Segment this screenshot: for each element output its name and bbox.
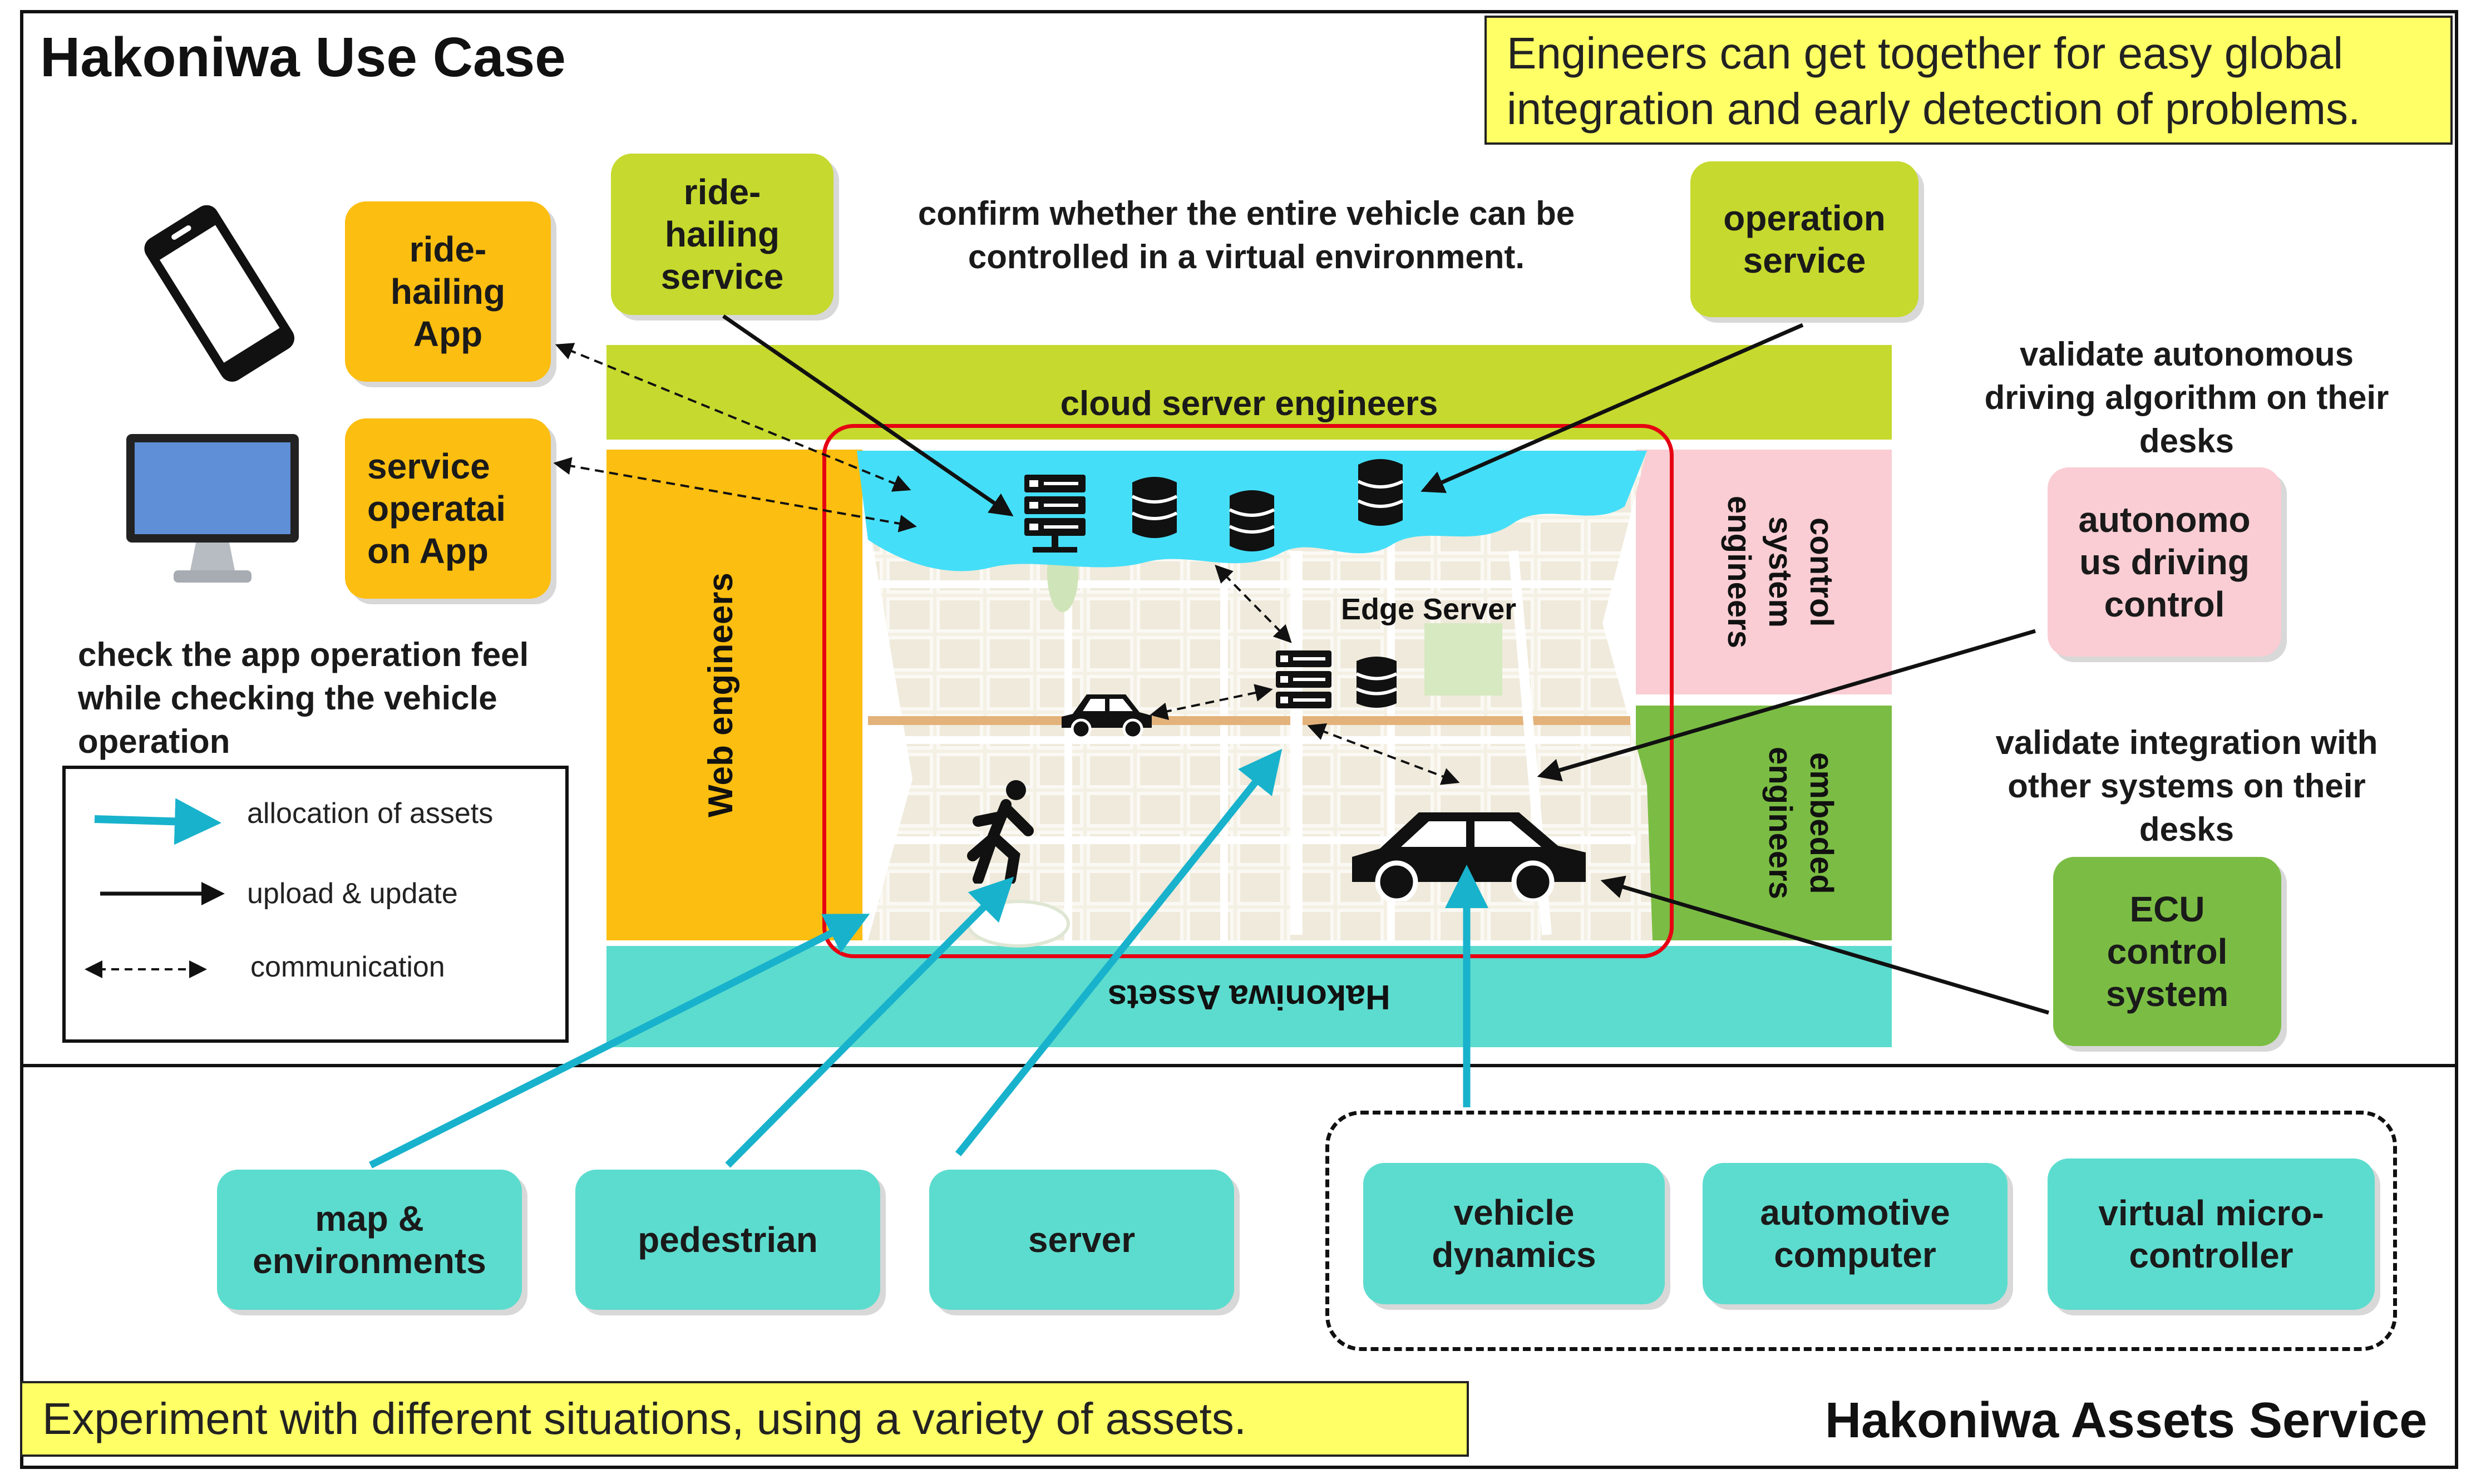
legend-box (62, 766, 569, 1043)
edge-database-icon (1354, 654, 1399, 710)
check-app-note: check the app operation feel while check… (78, 636, 529, 760)
asset-vehicle-dynamics[interactable]: vehicle dynamics (1363, 1163, 1665, 1304)
asset-pedestrian[interactable]: pedestrian (575, 1170, 880, 1310)
autonomous-driving-card[interactable]: autonomo us driving control (2048, 467, 2281, 657)
asset-automotive-computer[interactable]: automotive computer (1703, 1163, 2008, 1304)
large-car-icon (1341, 790, 1591, 901)
legend-upload-label: upload & update (247, 877, 458, 910)
legend-allocation-label: allocation of assets (247, 797, 494, 830)
operation-service-card[interactable]: operation service (1690, 161, 1918, 317)
assets-service-title: Hakoniwa Assets Service (1825, 1393, 2428, 1448)
validate-integration-note: validate integration with other systems … (1995, 724, 2378, 848)
ecu-control-card[interactable]: ECU control system (2053, 857, 2281, 1046)
control-engineers-band: control system engineers (1636, 450, 1892, 694)
ride-hailing-app-card[interactable]: ride-hailing App (345, 201, 551, 382)
embedded-engineers-band: embeded engineers (1636, 706, 1892, 940)
database-icon (1355, 456, 1405, 529)
database-icon (1130, 474, 1180, 541)
assets-service-frame (20, 1064, 2458, 1469)
database-icon (1227, 487, 1277, 554)
monitor-icon (124, 431, 302, 593)
edge-server-label: Edge Server (1341, 593, 1517, 626)
ride-hailing-service-card[interactable]: ride-hailing service (611, 154, 833, 315)
vehicle-assets-group (1325, 1111, 2397, 1351)
service-operation-app-card[interactable]: service operatai on App (345, 418, 551, 599)
legend-allocation-arrow (94, 798, 221, 845)
cloud-server-icon (1022, 472, 1088, 555)
small-car-icon (1056, 683, 1156, 739)
confirm-vehicle-note: confirm whether the entire vehicle can b… (918, 195, 1575, 275)
control-engineers-label: control system engineers (1721, 496, 1839, 648)
asset-server[interactable]: server (929, 1170, 1234, 1310)
validate-autonomous-note: validate autonomous driving algorithm on… (1984, 336, 2389, 460)
legend-communication-label: communication (250, 951, 445, 983)
pedestrian-icon (961, 778, 1045, 884)
asset-map-environments[interactable]: map & environments (217, 1170, 522, 1310)
embedded-engineers-label: embeded engineers (1762, 747, 1839, 899)
use-case-title: Hakoniwa Use Case (40, 26, 566, 88)
experiment-note: Experiment with different situations, us… (20, 1381, 1469, 1457)
assets-band: Hakoniwa Assets (606, 946, 1892, 1047)
tablet-icon (134, 200, 300, 390)
virtual-environment-outline (822, 424, 1674, 958)
asset-virtual-microcontroller[interactable]: virtual micro-controller (2048, 1158, 2375, 1310)
engineers-together-note: Engineers can get together for easy glob… (1484, 16, 2453, 145)
edge-server-icon (1273, 648, 1334, 714)
